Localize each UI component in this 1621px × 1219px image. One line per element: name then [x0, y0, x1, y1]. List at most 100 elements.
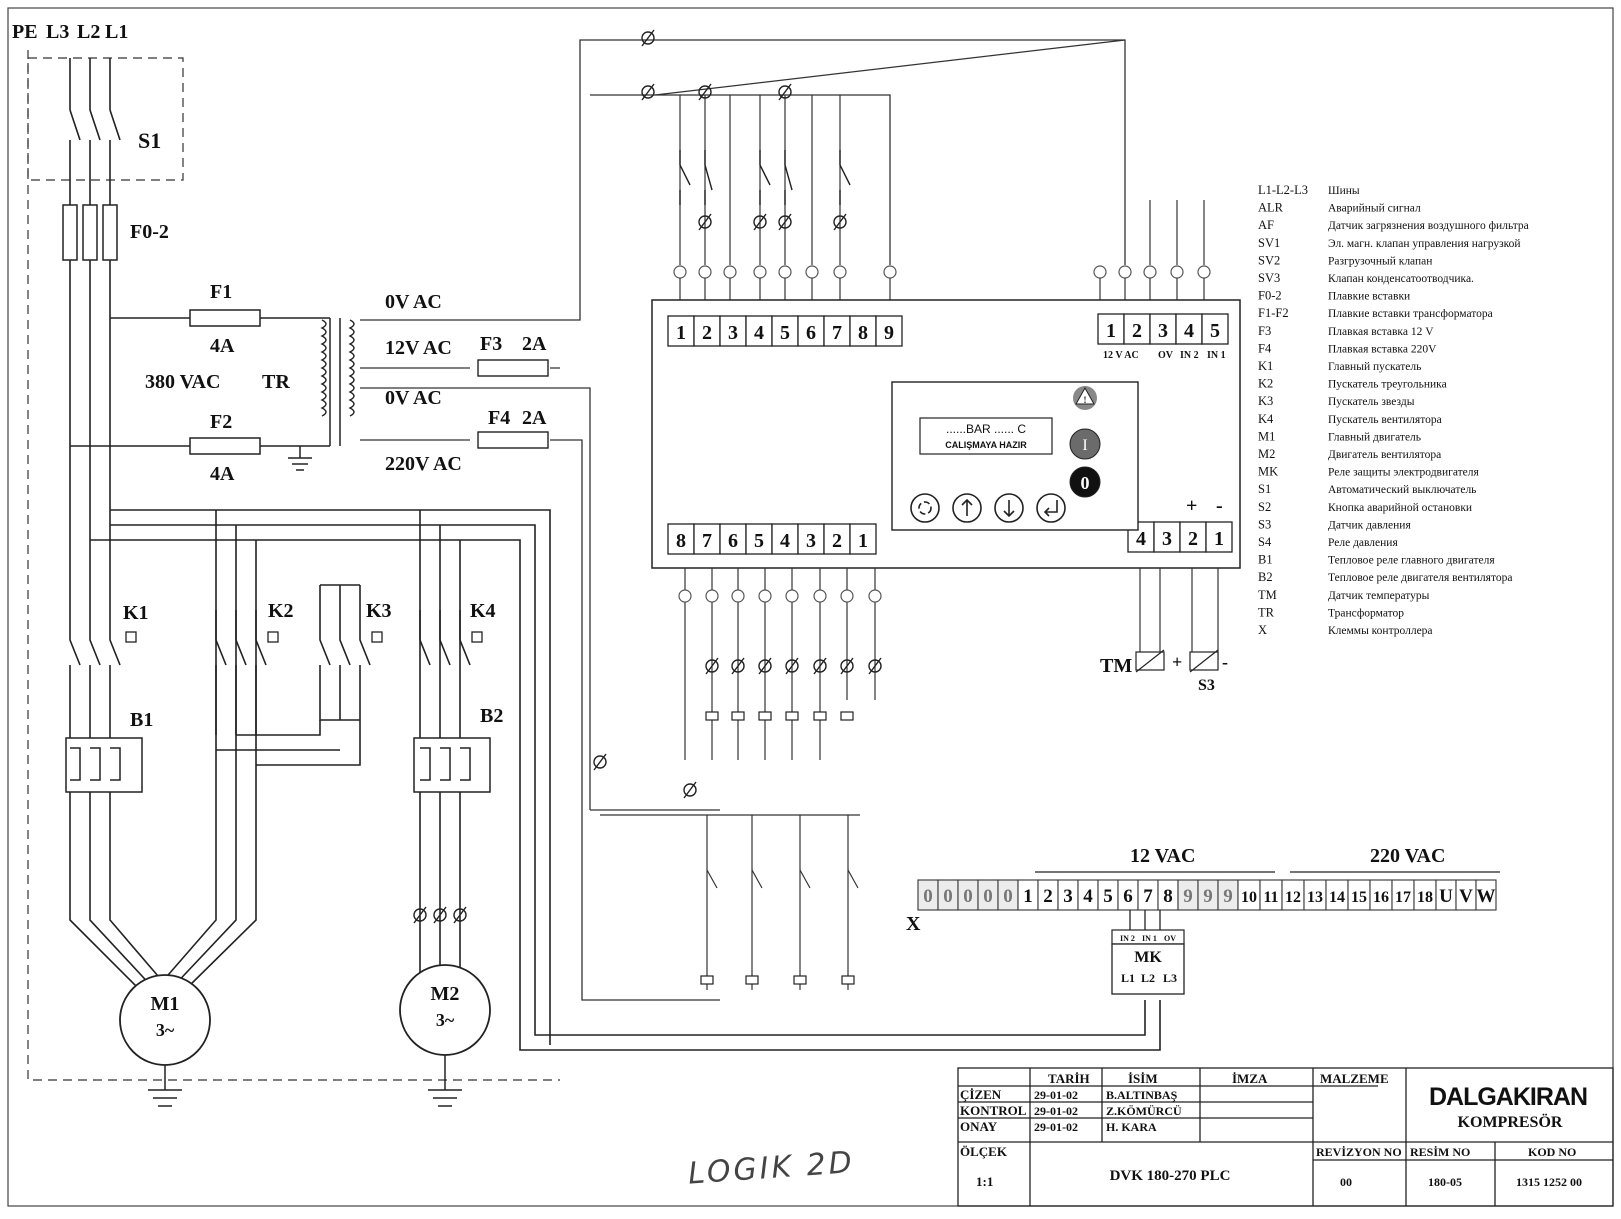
terminal-top-left-label: 5: [780, 322, 790, 344]
legend-code: S3: [1258, 517, 1271, 531]
tb-revizyon-label: REVİZYON NO: [1316, 1145, 1402, 1159]
bus-label-pe: PE: [12, 21, 38, 43]
strip-cell: W: [1475, 879, 1497, 911]
legend-text: Трансформатор: [1328, 607, 1404, 619]
lower-x-terminals: [593, 657, 882, 799]
strip-cell: V: [1455, 879, 1477, 911]
terminal-bottom-right-3: 1: [1205, 521, 1233, 553]
b2-label: B2: [480, 705, 503, 727]
ground-symbol-tr: [288, 446, 312, 471]
bus-label-l2: L2: [77, 21, 100, 43]
title-block-text: TARİH İSİM İMZA MALZEME ÇİZEN 29-01-02 B…: [960, 1071, 1588, 1189]
f2-rating: 4A: [210, 463, 235, 485]
tb-drawing-title: DVK 180-270 PLC: [1110, 1168, 1231, 1184]
legend-text: Двигатель вентилятора: [1328, 449, 1441, 461]
sublabel-in2: IN 2: [1180, 350, 1199, 361]
mode-cycle-button[interactable]: [910, 493, 940, 523]
terminal-bottom-left-2: 6: [719, 523, 747, 555]
sec-0v-a: 0V AC: [385, 291, 442, 313]
strip-cell-label: V: [1459, 886, 1473, 907]
terminal-bottom-left-label: 4: [780, 530, 790, 552]
legend-code: MK: [1258, 465, 1278, 479]
terminal-top-left-label: 3: [728, 322, 738, 344]
legend-code: F1-F2: [1258, 306, 1289, 320]
start-button[interactable]: I: [1069, 428, 1101, 460]
mk-ov: OV: [1164, 934, 1176, 943]
f1-label: F1: [210, 281, 232, 303]
strip-cell: 9: [1197, 879, 1219, 911]
strip-cell: U: [1435, 879, 1457, 911]
terminal-top-left-label: 9: [884, 322, 894, 344]
strip-cell: 11: [1259, 879, 1283, 911]
terminal-top-right-0: 1: [1097, 313, 1125, 345]
strip-cell-label: 9: [1183, 886, 1193, 907]
terminal-top-right-label: 3: [1158, 320, 1168, 342]
terminal-top-left-3: 4: [745, 315, 773, 347]
strip-cell: 1: [1017, 879, 1039, 911]
terminal-bottom-left-1: 7: [693, 523, 721, 555]
tb-role-2: ONAY: [960, 1119, 998, 1134]
strip-cell-label: 17: [1395, 889, 1411, 906]
enter-button[interactable]: [1036, 493, 1066, 523]
legend-code: F0-2: [1258, 289, 1282, 303]
legend-code: K4: [1258, 412, 1274, 426]
upper-terminal-rings: [673, 265, 1211, 279]
terminal-top-right-3: 4: [1175, 313, 1203, 345]
terminal-bottom-left-label: 6: [728, 530, 738, 552]
mk-l1: L1: [1121, 971, 1135, 985]
arrow-down-button[interactable]: [994, 493, 1024, 523]
pe-dashed-line: [27, 50, 560, 1081]
controller-display: [919, 417, 1053, 455]
legend-text: Реле давления: [1328, 537, 1398, 549]
bus-label-l1: L1: [105, 21, 128, 43]
sec-12v: 12V AC: [385, 337, 452, 359]
svg-text:-: -: [1222, 652, 1228, 672]
sublabel-in1: IN 1: [1207, 350, 1226, 361]
strip-cell: 10: [1237, 879, 1261, 911]
strip-cell: 14: [1325, 879, 1349, 911]
controller-top-right-sublabels: 12 V AC OV IN 2 IN 1: [1103, 350, 1226, 361]
terminal-top-right-2: 3: [1149, 313, 1177, 345]
bus-labels: PE L3 L2 L1: [12, 21, 128, 43]
strip-cell-label: 9: [1223, 886, 1233, 907]
f02-fuses: [62, 204, 118, 261]
secondary-wiring: [360, 39, 1126, 1001]
svg-text:+: +: [1172, 652, 1182, 672]
b1-thermal-relay: [65, 737, 143, 793]
terminal-top-left-label: 7: [832, 322, 842, 344]
strip-cell: 0: [937, 879, 959, 911]
svg-text:!: !: [1084, 395, 1087, 405]
tb-olcek-value: 1:1: [976, 1174, 993, 1189]
tb-date-1: 29-01-02: [1034, 1104, 1078, 1118]
minus-sign: -: [1216, 495, 1223, 517]
strip-cell-label: 1: [1023, 886, 1033, 907]
legend-code: S4: [1258, 535, 1272, 549]
terminal-top-left-2: 3: [719, 315, 747, 347]
stop-button[interactable]: 0: [1069, 466, 1101, 498]
strip-cell-label: 0: [923, 886, 933, 907]
s1-label: S1: [138, 128, 161, 153]
legend-code: F3: [1258, 324, 1271, 338]
transformer: [321, 318, 355, 446]
arrow-up-button[interactable]: [952, 493, 982, 523]
strip-cell-label: 0: [1003, 886, 1013, 907]
legend-code: SV3: [1258, 271, 1280, 285]
strip-cell-label: 6: [1123, 886, 1133, 907]
tb-role-1: KONTROL: [960, 1103, 1027, 1118]
contactor-coils: [700, 975, 855, 985]
legend-text: Клапан конденсатоотводчика.: [1328, 273, 1474, 285]
legend-text: Шины: [1328, 185, 1360, 197]
f3-fuse: [477, 359, 549, 377]
m2-label: M2: [431, 983, 460, 1005]
legend-code: K1: [1258, 359, 1273, 373]
